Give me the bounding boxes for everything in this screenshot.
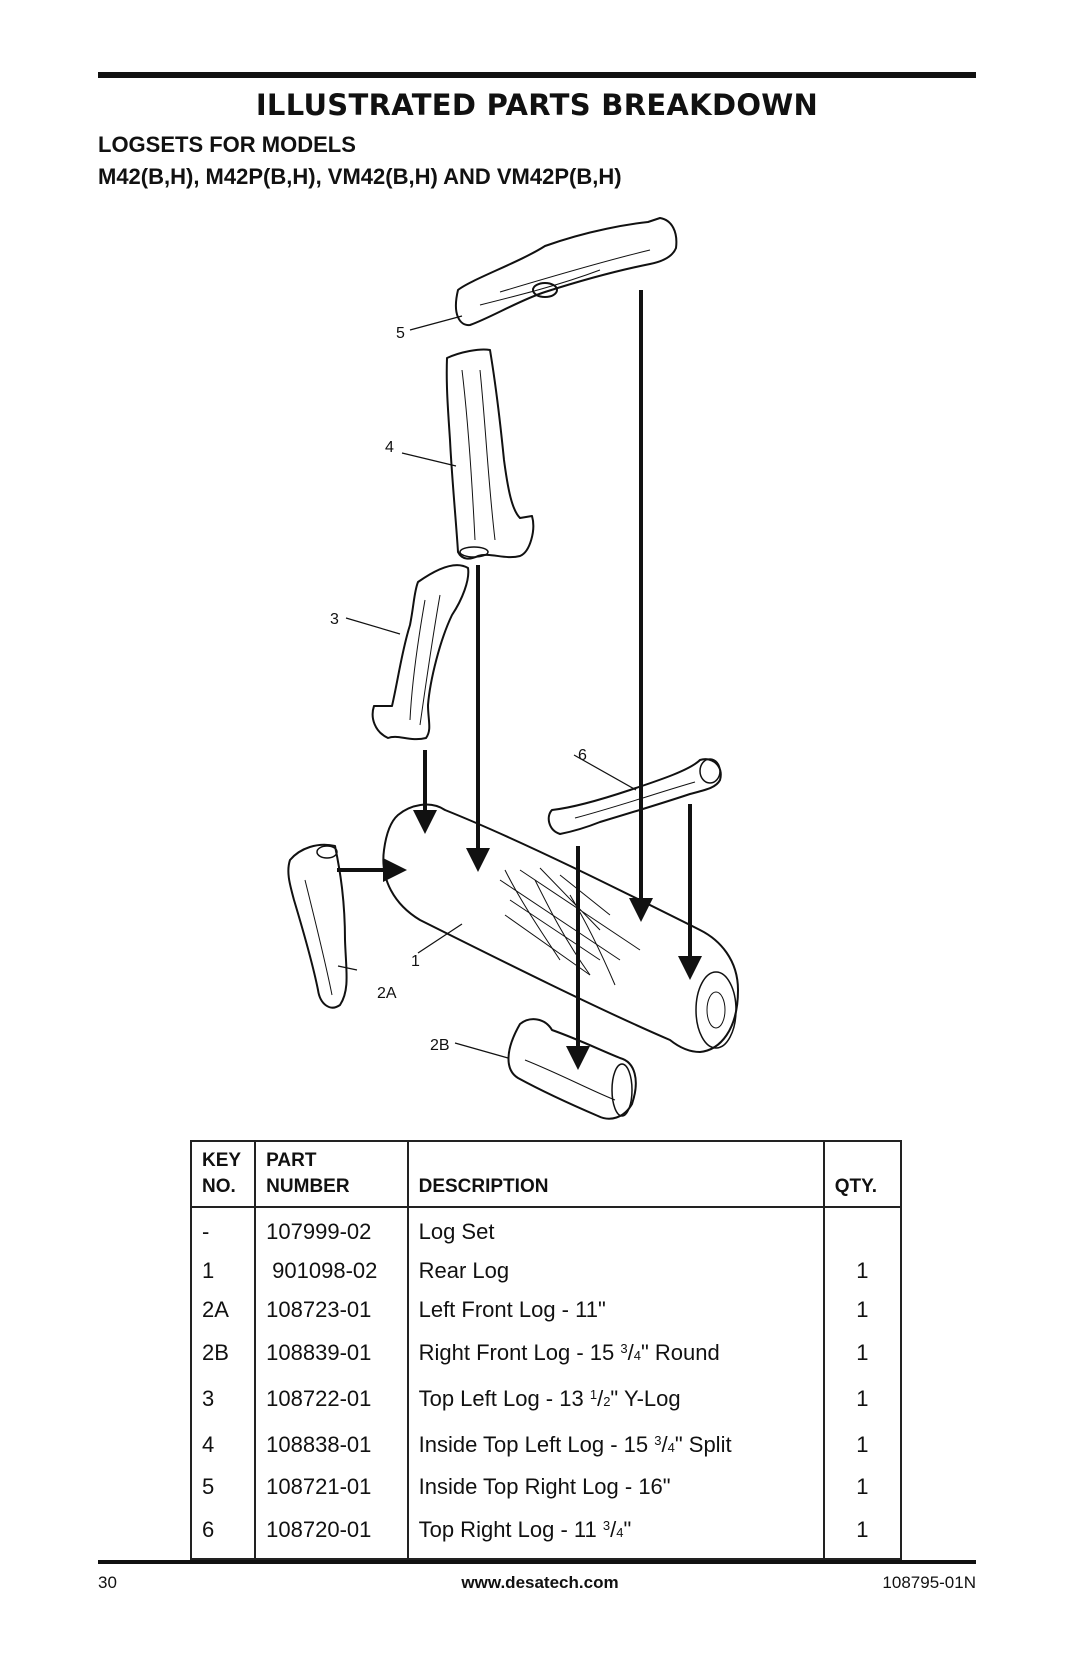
- callout-4: 4: [385, 439, 394, 456]
- callout-1: 1: [411, 953, 420, 970]
- row-part-number: 108839-01: [254, 1329, 409, 1375]
- website-link[interactable]: www.desatech.com: [461, 1573, 619, 1592]
- table-row: 6 108720-01 Top Right Log - 11 3/4" 1: [189, 1506, 903, 1559]
- log-4-illustration: [445, 348, 535, 560]
- log-5-illustration: [454, 217, 678, 327]
- table-row: 2B 108839-01 Right Front Log - 15 3/4" R…: [189, 1329, 903, 1375]
- logset-exploded-diagram: 5 4 3 6 1 2A 2B: [287, 217, 739, 1120]
- row-key: 3: [189, 1375, 257, 1421]
- row-key: -: [189, 1207, 257, 1251]
- row-part-number: 107999-02: [254, 1207, 409, 1251]
- table-row: 3 108722-01 Top Left Log - 13 1/2" Y-Log…: [189, 1375, 903, 1421]
- row-part-number: 108721-01: [254, 1467, 409, 1506]
- row-description: Log Set: [406, 1207, 825, 1251]
- table-row: 5 108721-01 Inside Top Right Log - 16" 1: [189, 1467, 903, 1506]
- row-description: Rear Log: [406, 1251, 825, 1290]
- top-rule: [98, 72, 976, 78]
- table-row: - 107999-02 Log Set: [189, 1207, 903, 1251]
- document-number: 108795-01N: [882, 1573, 976, 1592]
- row-description: Inside Top Left Log - 15 3/4" Split: [406, 1421, 825, 1467]
- row-description: Right Front Log - 15 3/4" Round: [406, 1329, 825, 1375]
- row-part-number: 108723-01: [254, 1290, 409, 1329]
- assembly-arrows: [337, 290, 702, 1070]
- row-key: 1: [189, 1251, 257, 1290]
- row-qty: 1: [822, 1375, 903, 1421]
- row-key: 2A: [189, 1290, 257, 1329]
- row-part-number: 108722-01: [254, 1375, 409, 1421]
- callout-2b: 2B: [430, 1037, 450, 1054]
- page-number: 30: [98, 1573, 117, 1592]
- row-qty: [822, 1207, 903, 1251]
- log-2b-illustration: [507, 1018, 637, 1120]
- table-row: 4 108838-01 Inside Top Left Log - 15 3/4…: [189, 1421, 903, 1467]
- table-row: 1 901098-02 Rear Log 1: [189, 1251, 903, 1290]
- row-description: Top Left Log - 13 1/2" Y-Log: [406, 1375, 825, 1421]
- row-description: Top Right Log - 11 3/4": [406, 1506, 825, 1559]
- row-qty: 1: [822, 1467, 903, 1506]
- header-qty: QTY.: [822, 1141, 903, 1208]
- row-qty: 1: [822, 1329, 903, 1375]
- log-3-illustration: [371, 564, 470, 741]
- callout-leaders: [337, 315, 637, 1059]
- log-1-illustration: [382, 803, 739, 1053]
- subtitle-line-2: M42(B,H), M42P(B,H), VM42(B,H) AND VM42P…: [98, 164, 622, 189]
- row-part-number: 108838-01: [254, 1421, 409, 1467]
- row-key: 6: [189, 1506, 257, 1559]
- header-description: DESCRIPTION: [406, 1141, 825, 1208]
- row-qty: 1: [822, 1506, 903, 1559]
- row-part-number: 108720-01: [254, 1506, 409, 1559]
- row-key: 5: [189, 1467, 257, 1506]
- callout-2a: 2A: [377, 985, 397, 1002]
- row-description: Inside Top Right Log - 16": [406, 1467, 825, 1506]
- page-title: ILLUSTRATED PARTS BREAKDOWN: [255, 88, 819, 122]
- log-6-illustration: [547, 758, 722, 835]
- row-key: 4: [189, 1421, 257, 1467]
- callout-6: 6: [578, 747, 587, 764]
- row-qty: 1: [822, 1421, 903, 1467]
- subtitle-line-1: LOGSETS FOR MODELS: [98, 132, 356, 157]
- row-qty: 1: [822, 1251, 903, 1290]
- row-description: Left Front Log - 11": [406, 1290, 825, 1329]
- bottom-rule: [98, 1560, 976, 1564]
- table-row: 2A 108723-01 Left Front Log - 11" 1: [189, 1290, 903, 1329]
- log-2a-illustration: [287, 843, 348, 1009]
- callout-3: 3: [330, 611, 339, 628]
- row-key: 2B: [189, 1329, 257, 1375]
- row-qty: 1: [822, 1290, 903, 1329]
- row-part-number: 901098-02: [254, 1251, 409, 1290]
- callout-5: 5: [396, 325, 405, 342]
